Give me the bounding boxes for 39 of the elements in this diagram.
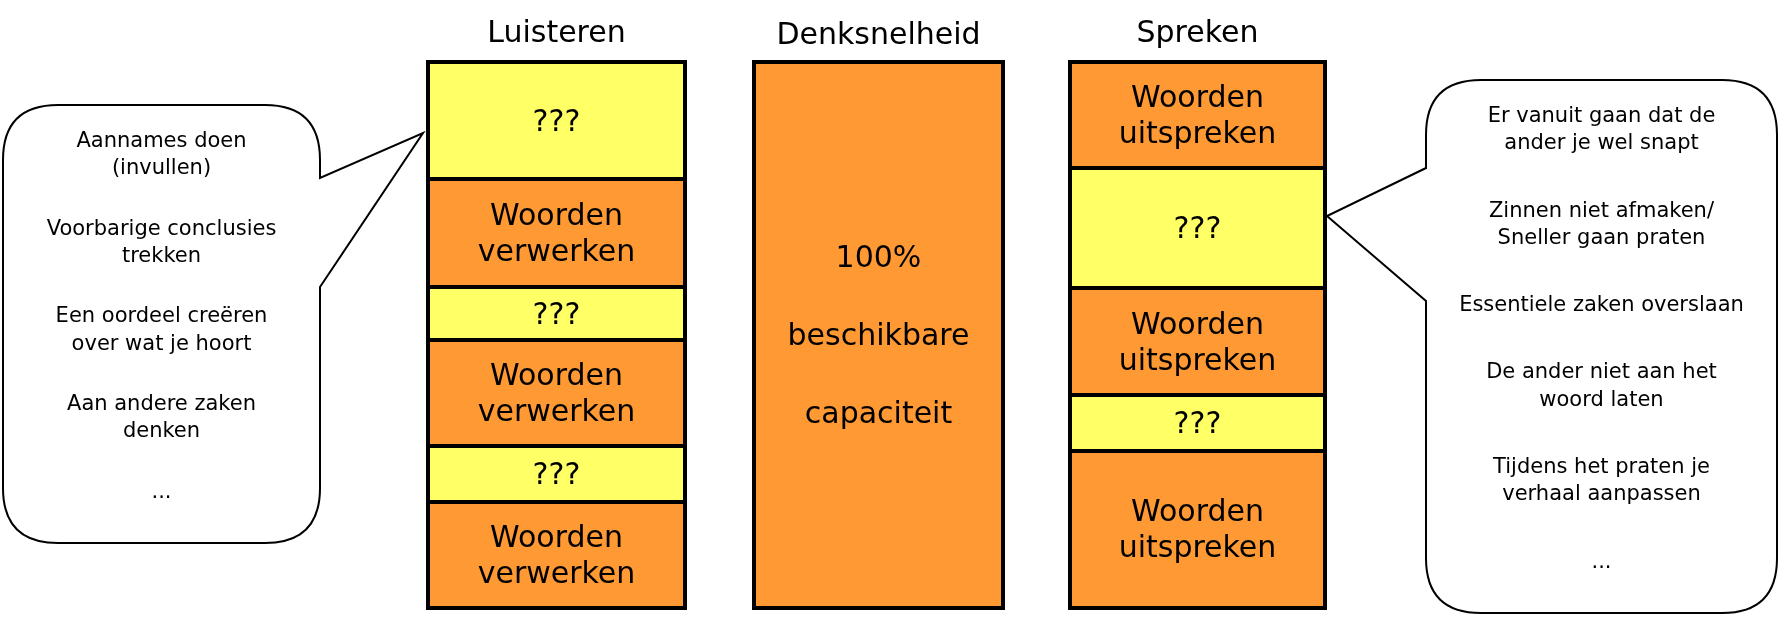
bubble-text: De ander niet aan het woord laten (1485, 358, 1718, 413)
segment-text: ??? (532, 455, 581, 492)
bubble-text: ... (1591, 547, 1612, 575)
column-title: Denksnelheid (775, 16, 982, 51)
segment-text: Woorden uitspreken (1117, 493, 1278, 566)
column-segment (428, 340, 685, 446)
segment-text: ??? (1173, 404, 1222, 441)
column-title: Luisteren (486, 14, 627, 49)
segment-text: ??? (532, 295, 581, 332)
bubble-text: Tijdens het praten je verhaal aanpassen (1492, 453, 1711, 508)
column-segment (1070, 394, 1325, 451)
bubble-text: Essentiele zaken overslaan (1459, 291, 1744, 319)
bubble-text: Een oordeel creëren over wat je hoort (54, 302, 269, 357)
segment-text: Woorden verwerken (476, 518, 637, 591)
column-segment (1070, 62, 1325, 169)
column-segment (428, 286, 685, 341)
column-segment (428, 62, 685, 180)
speech-bubble (2, 104, 424, 544)
column-segment (1070, 450, 1325, 608)
bubble-text: Voorbarige conclusies trekken (45, 214, 278, 269)
segment-text: Woorden verwerken (476, 357, 637, 430)
bubble-text: ... (151, 477, 172, 505)
bubble-text: Er vanuit gaan dat de ander je wel snapt (1486, 102, 1717, 157)
segment-text: Woorden verwerken (476, 197, 637, 269)
column-segment (1070, 168, 1325, 289)
bubble-text: Aan andere zaken denken (66, 390, 257, 445)
segment-text: ??? (1173, 210, 1222, 247)
bubble-text: Zinnen niet afmaken/ Sneller gaan praten (1488, 196, 1715, 251)
column-segment (428, 445, 685, 502)
segment-text: ??? (532, 102, 581, 139)
bubble-text: Aannames doen (invullen) (75, 127, 248, 182)
column-segment (428, 179, 685, 287)
column-title: Spreken (1135, 14, 1260, 49)
segment-text: Woorden uitspreken (1117, 305, 1278, 378)
box-text: 100% beschikbare capaciteit (786, 238, 971, 432)
segment-text: Woorden uitspreken (1117, 79, 1278, 152)
column-segment (428, 501, 685, 608)
column-segment (1070, 288, 1325, 395)
speech-bubble (1326, 79, 1778, 614)
